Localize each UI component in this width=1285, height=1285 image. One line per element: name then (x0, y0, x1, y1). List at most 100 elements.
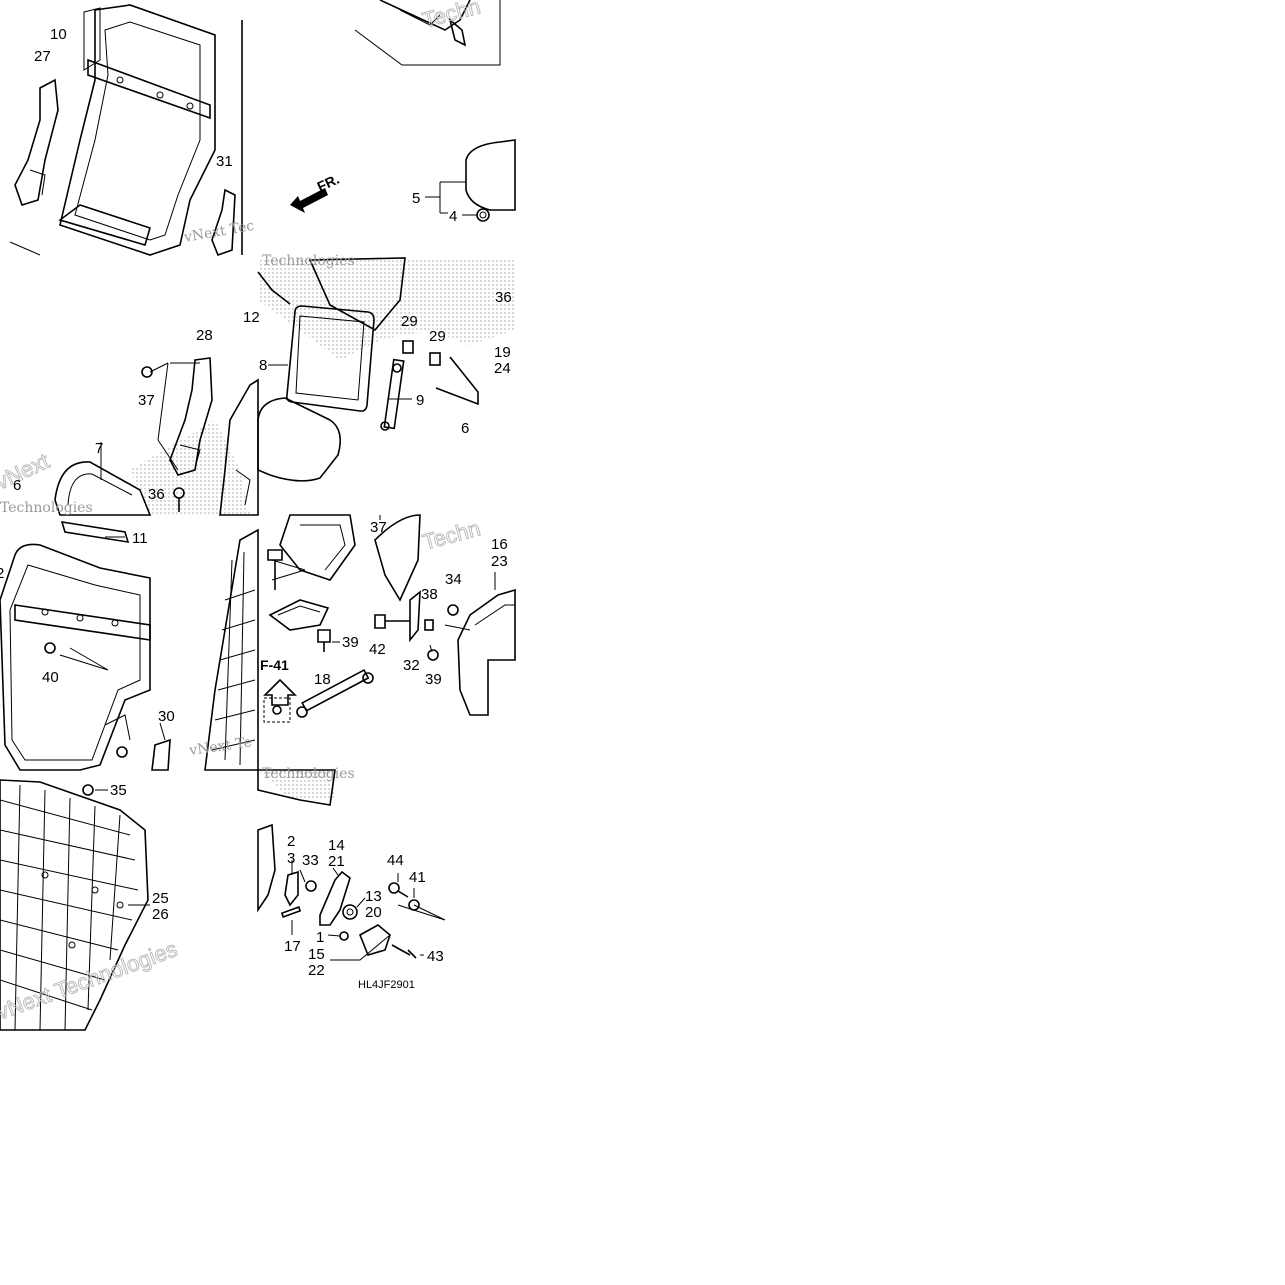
callout-20: 20 (365, 904, 382, 921)
bolt-part-40 (44, 642, 56, 654)
callout-37-b: 37 (370, 519, 387, 536)
callout-layer: 10 27 31 5 4 12 28 37 7 36 6 8 29 29 9 6… (0, 26, 512, 979)
bolt-part-37-b (116, 746, 128, 758)
reference-label: F-41 (260, 657, 289, 673)
callout-2: 2 (287, 833, 295, 850)
callout-18: 18 (314, 671, 331, 688)
upper-panel (308, 257, 406, 332)
seat-back-part-7 (54, 461, 152, 516)
hinge-part-31 (211, 188, 236, 257)
watermark: Technologies (0, 500, 93, 516)
bar-part-11 (60, 521, 130, 543)
seat-back-side-panel (374, 514, 421, 602)
grid-back-panel-part-25-26 (0, 779, 149, 1031)
bolt-part-42-top (267, 549, 283, 590)
callout-34: 34 (445, 571, 462, 588)
callout-1: 1 (316, 929, 324, 946)
callout-36: 36 (148, 486, 165, 503)
cover-part-16-23 (457, 588, 516, 716)
bolt-part-42 (374, 614, 410, 629)
spring-part-13-20 (342, 904, 358, 920)
callout-6: 6 (13, 477, 21, 494)
lever-part-14-21 (319, 870, 351, 926)
callout-10: 10 (50, 26, 67, 43)
leader-lines (291, 860, 446, 961)
bolt-part-39-a (317, 629, 331, 652)
washer-part-38 (424, 619, 434, 631)
callout-43: 43 (427, 948, 444, 965)
callout-14: 14 (328, 837, 345, 854)
callout-37: 37 (138, 392, 155, 409)
callout-32: 32 (403, 657, 420, 674)
grid-panel-right-fragment (257, 769, 336, 806)
leader-lines (100, 362, 200, 480)
grid-panel-side (204, 528, 259, 771)
hinge-cover-part-28 (169, 357, 213, 476)
watermark: Technologies (262, 766, 355, 782)
callout-40: 40 (42, 669, 59, 686)
bolt-part-39-b (427, 649, 439, 661)
callout-33: 33 (302, 852, 319, 869)
bolt-part-43 (391, 944, 417, 959)
seat-back-frame-upper (58, 4, 216, 256)
leader-lines (425, 181, 477, 216)
watermark: Technologies (262, 253, 355, 269)
cushion-lower (257, 397, 341, 482)
seat-frame-lower (0, 543, 151, 771)
callout-4: 4 (449, 208, 457, 225)
callout-39: 39 (342, 634, 359, 651)
tray-part (268, 599, 330, 631)
leader-lines (268, 364, 412, 400)
callout-36-b: 36 (495, 289, 512, 306)
callout-13: 13 (365, 888, 382, 905)
upper-assembly-outline (354, 0, 501, 66)
callout-19: 19 (494, 344, 511, 361)
hinge-part-30 (151, 738, 171, 771)
callout-29: 29 (401, 313, 418, 330)
callout-24: 24 (494, 360, 511, 377)
bracket-part-15-22 (358, 924, 391, 956)
stipple-shading (258, 770, 335, 800)
callout-5: 5 (412, 190, 420, 207)
wire-part-6 (435, 356, 479, 406)
gas-strut-part-18 (296, 668, 374, 718)
clip-part-29 (402, 340, 441, 366)
direction-arrow (290, 188, 328, 213)
bolt-part-35 (82, 784, 94, 796)
callout-11: 11 (132, 530, 148, 547)
callout-28: 28 (196, 327, 213, 344)
callout-3: 3 (287, 850, 295, 867)
callout-27: 27 (34, 48, 51, 65)
wire-part-6-left (257, 271, 291, 305)
callout-17: 17 (284, 938, 301, 955)
callout-29-b: 29 (429, 328, 446, 345)
pin-part-17 (280, 906, 302, 918)
callout-2-left: 2 (0, 565, 4, 582)
callout-38: 38 (421, 586, 438, 603)
callout-9: 9 (416, 392, 424, 409)
callout-42: 42 (369, 641, 386, 658)
callout-16: 16 (491, 536, 508, 553)
reference-arrow (263, 678, 297, 723)
callout-35: 35 (110, 782, 127, 799)
latch-part-32 (409, 590, 421, 643)
stipple-shading (130, 420, 250, 515)
latch-housing (257, 823, 276, 913)
callout-21: 21 (328, 853, 345, 870)
panel-part-8 (286, 305, 375, 412)
hinge-cover-part-27 (14, 78, 59, 206)
callout-8: 8 (259, 357, 267, 374)
callout-41: 41 (409, 869, 426, 886)
bolt-part-44 (388, 882, 409, 898)
bolt-part-34 (447, 604, 459, 616)
bolt-part-33 (305, 880, 317, 892)
leader-lines (271, 515, 496, 653)
bracket-assembly-upper (279, 514, 356, 581)
bolt-part-37 (141, 366, 153, 378)
callout-31: 31 (216, 153, 233, 170)
callout-23: 23 (491, 553, 508, 570)
callout-6-b: 6 (461, 420, 469, 437)
callout-30: 30 (158, 708, 175, 725)
leader-lines (95, 789, 150, 906)
